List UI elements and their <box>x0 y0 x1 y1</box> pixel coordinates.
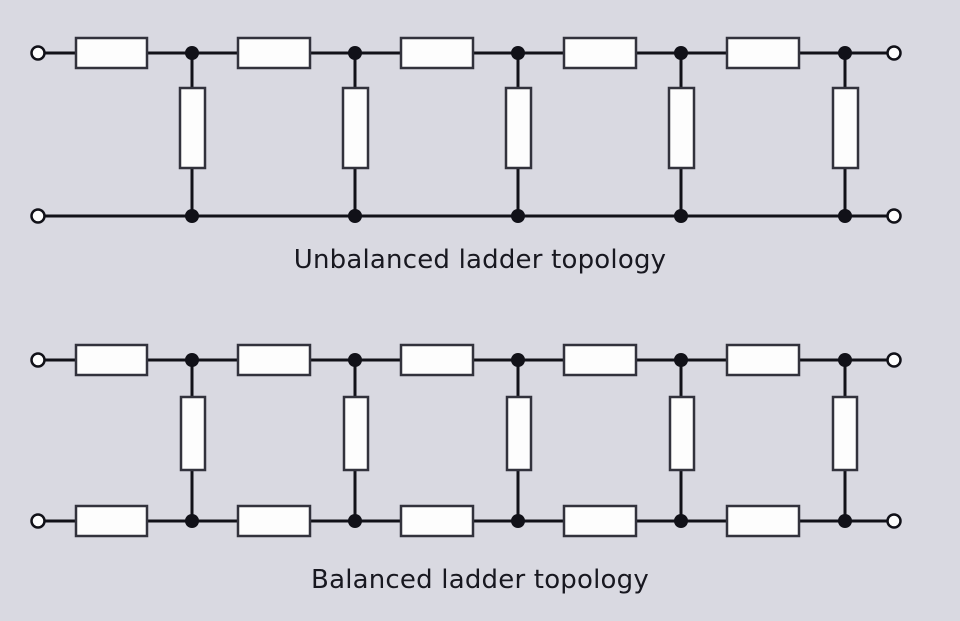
junction-bottom-4 <box>674 209 688 223</box>
junction-top-1 <box>185 46 199 60</box>
terminal-output-bottom[interactable] <box>886 208 902 224</box>
junction-bottom-2 <box>348 514 362 528</box>
junction-top-3 <box>511 353 525 367</box>
junction-top-5 <box>838 46 852 60</box>
terminal-output-top[interactable] <box>886 352 902 368</box>
balanced-ladder-diagram <box>30 343 902 538</box>
junction-bottom-5 <box>838 514 852 528</box>
series-element-top-1[interactable] <box>74 343 149 377</box>
series-element-top-3[interactable] <box>399 36 475 70</box>
series-element-top-2[interactable] <box>236 343 312 377</box>
unbalanced-ladder-diagram <box>30 36 902 224</box>
junction-top-4 <box>674 46 688 60</box>
terminal-input-top[interactable] <box>30 352 46 368</box>
shunt-element-1[interactable] <box>179 395 207 472</box>
shunt-element-2[interactable] <box>342 395 370 472</box>
shunt-element-5[interactable] <box>831 86 860 170</box>
junction-bottom-1 <box>185 209 199 223</box>
series-element-top-3[interactable] <box>399 343 475 377</box>
series-element-bottom-3[interactable] <box>399 504 475 538</box>
series-element-top-1[interactable] <box>74 36 149 70</box>
series-element-top-2[interactable] <box>236 36 312 70</box>
shunt-element-1[interactable] <box>178 86 207 170</box>
junction-top-1 <box>185 353 199 367</box>
junction-top-3 <box>511 46 525 60</box>
junction-top-2 <box>348 46 362 60</box>
junction-bottom-1 <box>185 514 199 528</box>
junction-bottom-5 <box>838 209 852 223</box>
junction-top-2 <box>348 353 362 367</box>
series-element-top-5[interactable] <box>725 343 801 377</box>
junction-bottom-4 <box>674 514 688 528</box>
junction-bottom-2 <box>348 209 362 223</box>
series-element-bottom-4[interactable] <box>562 504 638 538</box>
shunt-element-4[interactable] <box>668 395 696 472</box>
series-element-top-4[interactable] <box>562 343 638 377</box>
series-element-bottom-2[interactable] <box>236 504 312 538</box>
shunt-element-5[interactable] <box>831 395 859 472</box>
series-element-top-5[interactable] <box>725 36 801 70</box>
shunt-element-4[interactable] <box>667 86 696 170</box>
terminal-input-bottom[interactable] <box>30 513 46 529</box>
junction-top-5 <box>838 353 852 367</box>
shunt-element-3[interactable] <box>505 395 533 472</box>
shunt-element-2[interactable] <box>341 86 370 170</box>
terminal-output-top[interactable] <box>886 45 902 61</box>
caption-balanced-ladder-topology: Balanced ladder topology <box>311 565 649 595</box>
terminal-input-top[interactable] <box>30 45 46 61</box>
shunt-element-3[interactable] <box>504 86 533 170</box>
junction-bottom-3 <box>511 514 525 528</box>
series-element-top-4[interactable] <box>562 36 638 70</box>
terminal-input-bottom[interactable] <box>30 208 46 224</box>
series-element-bottom-1[interactable] <box>74 504 149 538</box>
junction-top-4 <box>674 353 688 367</box>
junction-bottom-3 <box>511 209 525 223</box>
terminal-output-bottom[interactable] <box>886 513 902 529</box>
series-element-bottom-5[interactable] <box>725 504 801 538</box>
caption-unbalanced-ladder-topology: Unbalanced ladder topology <box>293 245 667 275</box>
